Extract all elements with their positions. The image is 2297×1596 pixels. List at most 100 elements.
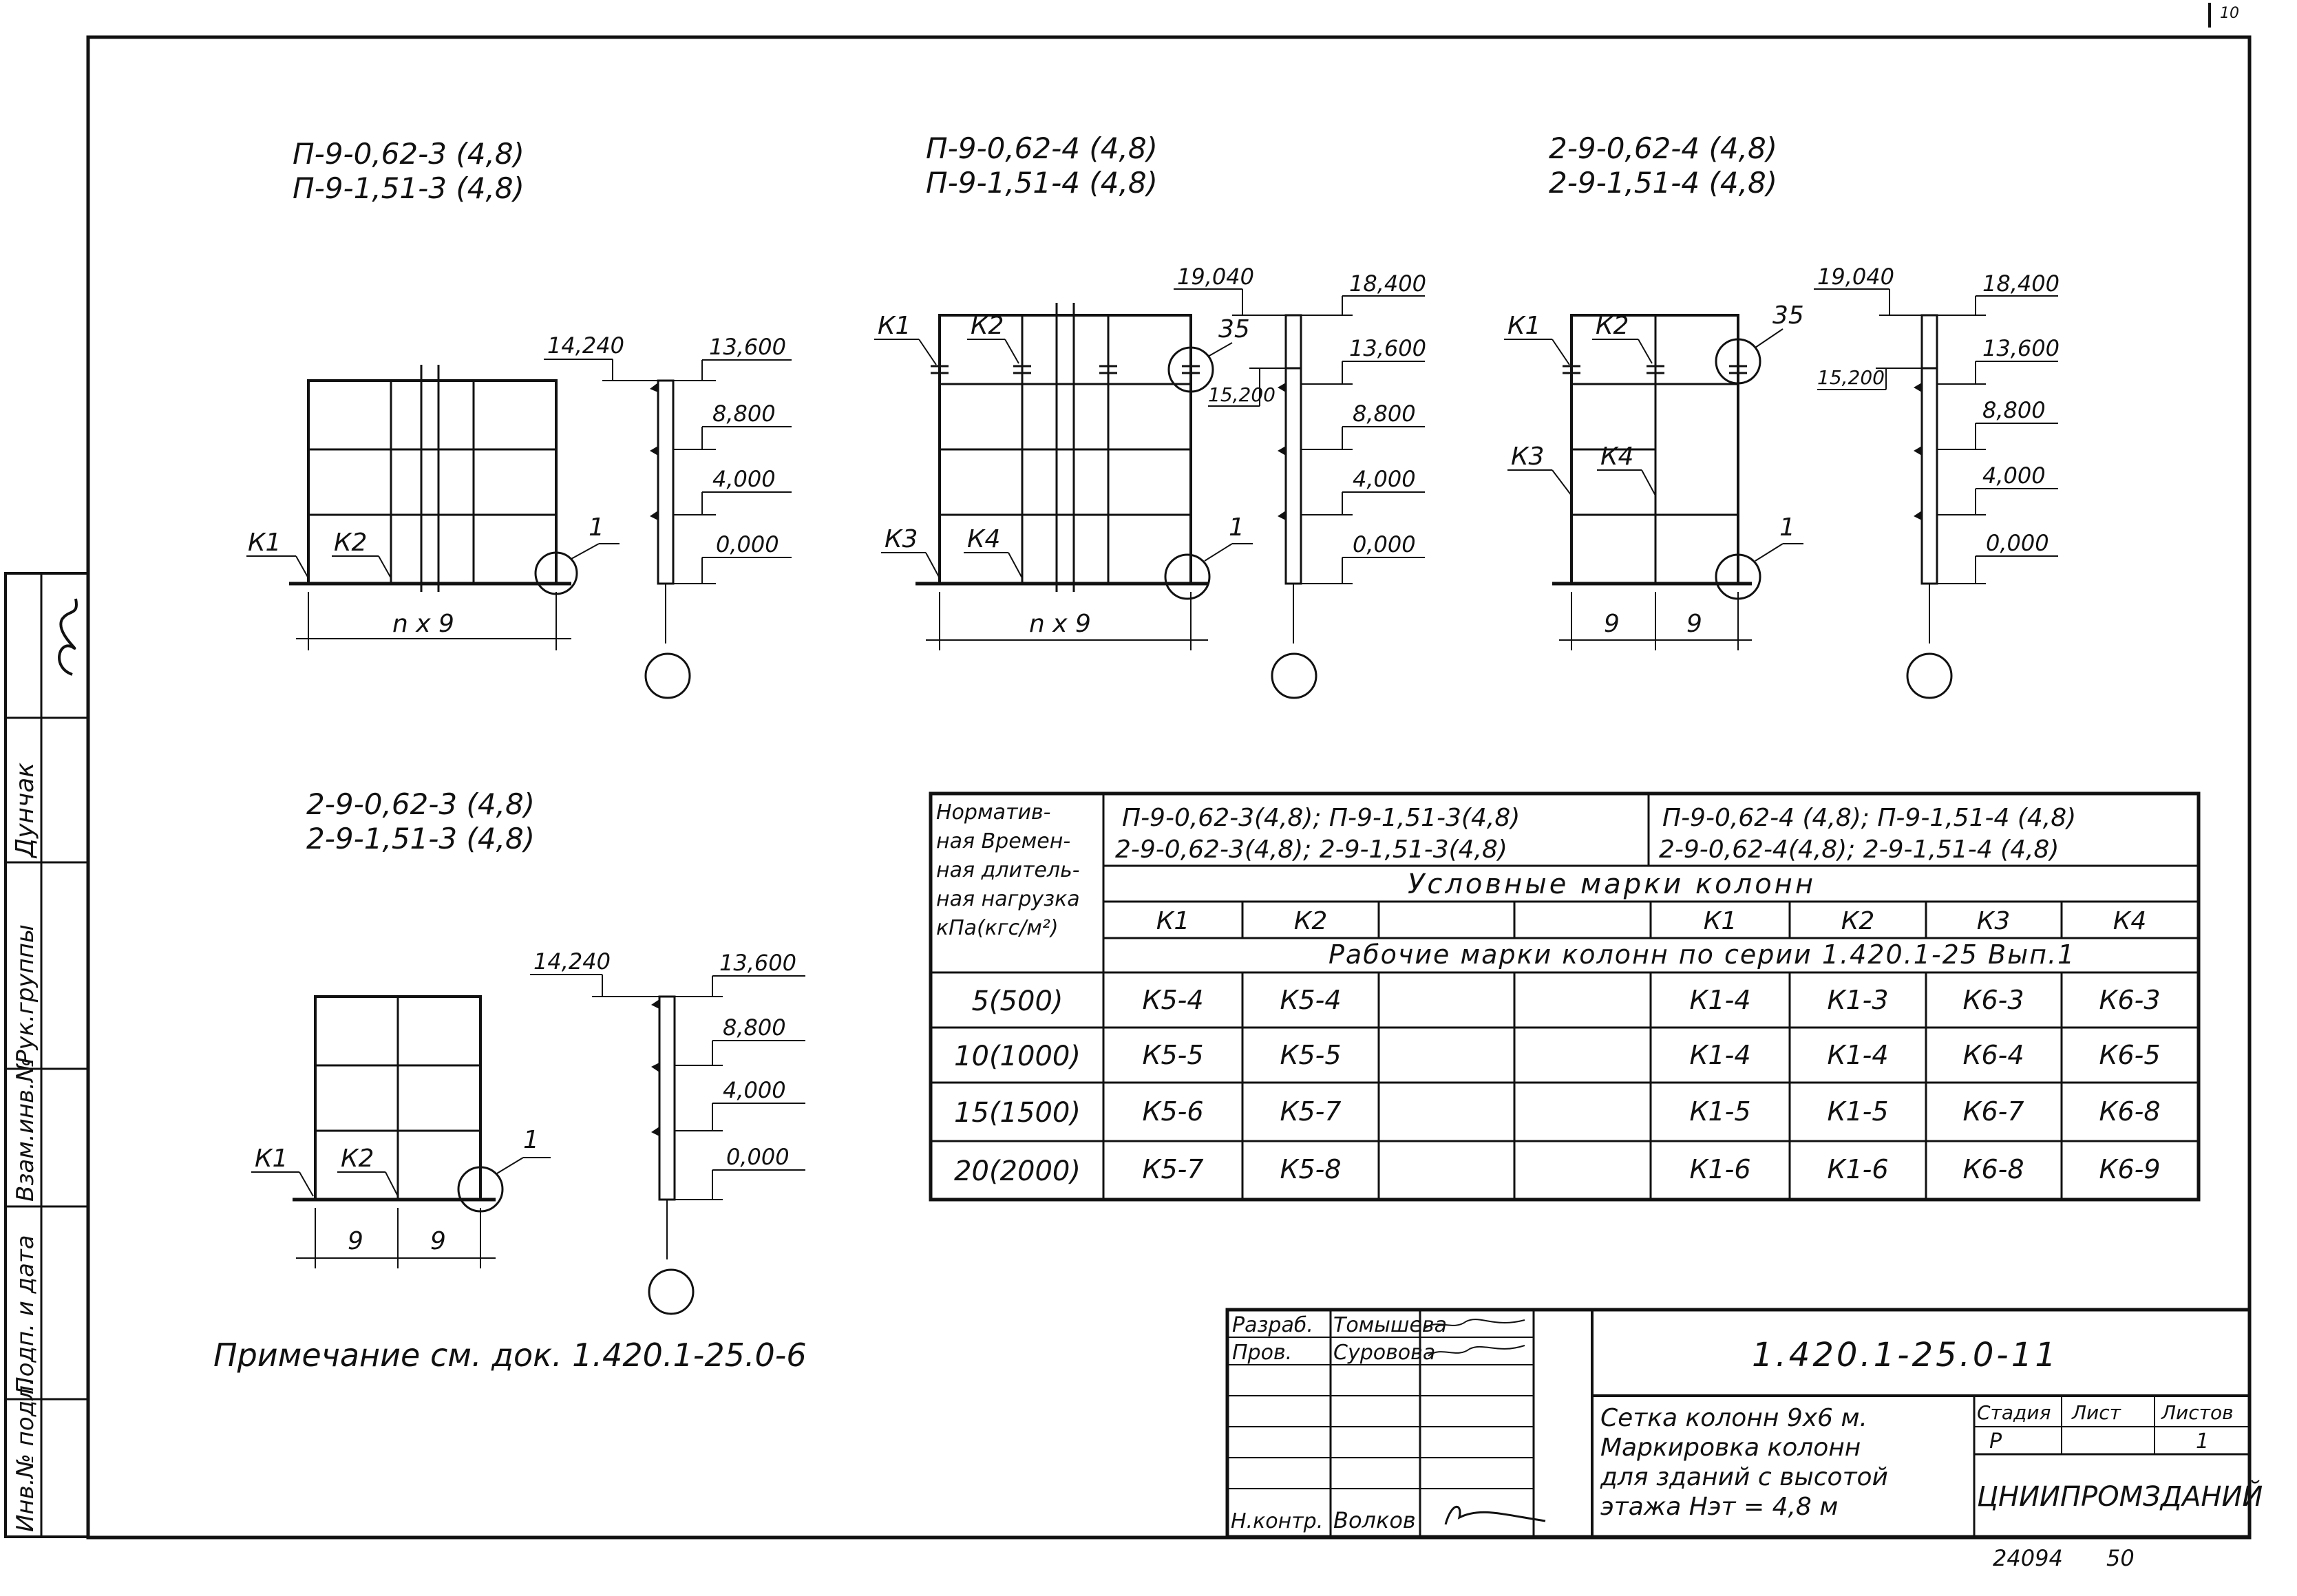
load-header-4: ная нагрузка [936, 887, 1080, 911]
d2-level-1: 18,400 [1349, 270, 1426, 297]
table-cell: К6-3 [2099, 985, 2160, 1015]
d1-k1: К1 [248, 529, 281, 557]
table-cell: К1-3 [1827, 985, 1888, 1015]
d1-level-1: 13,600 [709, 334, 786, 360]
d2-level-3: 8,800 [1353, 401, 1416, 427]
row-load: 5(500) [971, 986, 1063, 1017]
table-cell: К5-7 [1280, 1096, 1341, 1127]
stamp-signature [58, 598, 78, 676]
d2-label-1: П-9-0,62-4 (4,8) [926, 131, 1158, 165]
tb-role-2: Пров. [1232, 1341, 1292, 1365]
d4-elev-top: 14,240 [533, 948, 611, 975]
d3-k1: К1 [1507, 312, 1541, 340]
table-cell: К5-4 [1142, 985, 1203, 1015]
footer-format: 50 [2106, 1545, 2135, 1571]
diagram-1: П-9-0,62-3 (4,8) П-9-1,51-3 (4,8) n x 9 … [246, 137, 792, 699]
cond-header: Условные марки колонн [1408, 869, 1816, 900]
d3-elev-top: 19,040 [1817, 264, 1894, 290]
table-row: 5(500) К5-4 К5-4 К1-4 К1-3 К6-3 К6-3 [971, 985, 2160, 1017]
col-mark: К2 [1294, 907, 1327, 935]
tb-sheet-label: Лист [2071, 1401, 2121, 1424]
d3-level-3: 8,800 [1982, 397, 2046, 423]
stamp-podp-data: Подп. и дата [12, 1235, 39, 1394]
tb-title-2: Маркировка колонн [1600, 1434, 1861, 1462]
table-cell: К6-8 [1962, 1154, 2024, 1184]
d4-k1: К1 [255, 1145, 288, 1173]
tb-org: ЦНИИПРОМЗДАНИЙ [1977, 1480, 2263, 1513]
d1-callout: 1 [589, 513, 604, 542]
group1-header-2: 2-9-0,62-3(4,8); 2-9-1,51-3(4,8) [1115, 836, 1507, 864]
d1-span: n x 9 [392, 610, 454, 638]
table-cell: К6-5 [2099, 1040, 2160, 1070]
d4-span-1: 9 [348, 1227, 363, 1255]
d4-level-3: 4,000 [723, 1077, 786, 1103]
d1-level-3: 4,000 [712, 466, 776, 492]
d3-elev-mid: 15,200 [1817, 366, 1885, 389]
side-stamp: Инв.№ подл. Подп. и дата Взам.инв.№ Рук.… [4, 572, 89, 1538]
diagram-2: П-9-0,62-4 (4,8) П-9-1,51-4 (4,8) 35 n x… [874, 131, 1426, 699]
d1-levels: 13,600 8,800 4,000 0,000 [673, 334, 792, 584]
d4-label-1: 2-9-0,62-3 (4,8) [306, 787, 535, 821]
table-row: 10(1000) К5-5 К5-5 К1-4 К1-4 К6-4 К6-5 [954, 1040, 2160, 1072]
d4-k2: К2 [341, 1145, 374, 1173]
diagram-4: 2-9-0,62-3 (4,8) 2-9-1,51-3 (4,8) 9 9 К1… [251, 787, 805, 1315]
d4-level-1: 13,600 [719, 950, 796, 976]
d2-label-2: П-9-1,51-4 (4,8) [926, 166, 1158, 200]
d1-level-2: 8,800 [712, 401, 776, 427]
d2-k4: К4 [967, 525, 1000, 553]
col-mark: К1 [1704, 907, 1737, 935]
d1-label-2: П-9-1,51-3 (4,8) [293, 171, 525, 205]
note: Примечание см. док. 1.420.1-25.0-6 [213, 1337, 807, 1374]
col-mark: К1 [1156, 907, 1189, 935]
col-mark: К2 [1841, 907, 1874, 935]
d2-levels: 18,400 13,600 8,800 4,000 0,000 [1301, 270, 1426, 584]
group1-header-1: П-9-0,62-3(4,8); П-9-1,51-3(4,8) [1122, 804, 1520, 832]
row-load: 15(1500) [954, 1097, 1081, 1129]
table-cell: К5-8 [1280, 1154, 1341, 1184]
tb-signature-2 [1428, 1345, 1525, 1356]
stamp-dunchak: Дунчак [11, 763, 39, 859]
table-cell: К6-3 [1962, 985, 2024, 1015]
stamp-inv-podl: Инв.№ подл. [12, 1378, 39, 1532]
d2-k3: К3 [885, 525, 918, 553]
tb-title-3: для зданий с высотой [1600, 1463, 1888, 1491]
d4-span-2: 9 [430, 1227, 446, 1255]
table-cell: К1-5 [1689, 1096, 1750, 1127]
d3-level-2: 13,600 [1982, 335, 2060, 361]
d2-callout-top: 35 [1218, 315, 1250, 343]
tb-name-1: Томышева [1333, 1313, 1447, 1337]
table-row: 20(2000) К5-7 К5-8 К1-6 К1-6 К6-8 К6-9 [954, 1154, 2160, 1187]
table-cell: К5-6 [1142, 1096, 1203, 1127]
col-marks: К1 К2 К1 К2 К3 К4 [1156, 907, 2146, 935]
table-cell: К1-5 [1827, 1096, 1888, 1127]
d2-k1: К1 [878, 312, 911, 340]
col-mark: К3 [1977, 907, 2010, 935]
title-block: Разраб. Пров. Н.контр. Томышева Суровова… [1225, 1308, 2263, 1539]
stamp-ruk-gruppy: Рук.группы [12, 924, 39, 1064]
d3-k2: К2 [1596, 312, 1629, 340]
tb-name-6: Волков [1333, 1507, 1416, 1533]
row-load: 10(1000) [954, 1041, 1081, 1072]
table-cell: К6-9 [2099, 1154, 2160, 1184]
corner-mark: 10 [2220, 5, 2239, 22]
col-mark: К4 [2113, 907, 2146, 935]
d2-callout: 1 [1229, 513, 1245, 542]
table-cell: К5-7 [1142, 1154, 1203, 1184]
d4-level-2: 8,800 [723, 1014, 786, 1041]
d1-elev-top: 14,240 [547, 332, 624, 359]
d1-k2: К2 [334, 529, 367, 557]
tb-name-2: Суровова [1333, 1341, 1435, 1365]
d3-level-5: 0,000 [1986, 530, 2049, 556]
d3-callout-top: 35 [1772, 301, 1804, 330]
d2-elev-top: 19,040 [1177, 264, 1254, 290]
d3-label-1: 2-9-0,62-4 (4,8) [1549, 131, 1777, 165]
d3-span-1: 9 [1604, 610, 1620, 638]
d2-level-5: 0,000 [1353, 531, 1416, 557]
table-cell: К1-4 [1689, 985, 1750, 1015]
tb-sheets: 1 [2196, 1429, 2209, 1454]
d4-level-4: 0,000 [726, 1144, 790, 1170]
d3-span-2: 9 [1686, 610, 1702, 638]
tb-sheets-label: Листов [2161, 1401, 2234, 1424]
d3-levels: 18,400 13,600 8,800 4,000 0,000 [1937, 270, 2060, 584]
group2-header-1: П-9-0,62-4 (4,8); П-9-1,51-4 (4,8) [1662, 804, 2076, 832]
